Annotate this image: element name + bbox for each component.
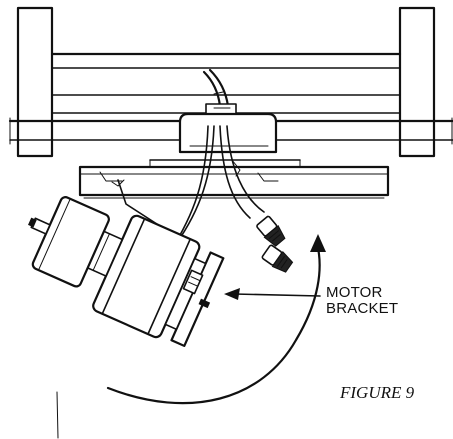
motor-bracket-label-line2: BRACKET (326, 300, 398, 317)
power-cable (202, 68, 230, 108)
wire-nut-upper (256, 215, 286, 247)
motor-bracket-label-line1: MOTOR (326, 284, 383, 301)
figure-caption: FIGURE 9 (339, 383, 415, 402)
motor-wires (111, 125, 265, 253)
frame-left-post (16, 6, 54, 158)
fan-motor (28, 196, 225, 348)
motor-bracket-callout: MOTOR BRACKET (224, 284, 398, 317)
rotation-arrow (106, 234, 326, 405)
frame-right-post (398, 6, 436, 158)
shaft-leader-line (56, 391, 59, 439)
wire-nut-lower (261, 244, 294, 273)
